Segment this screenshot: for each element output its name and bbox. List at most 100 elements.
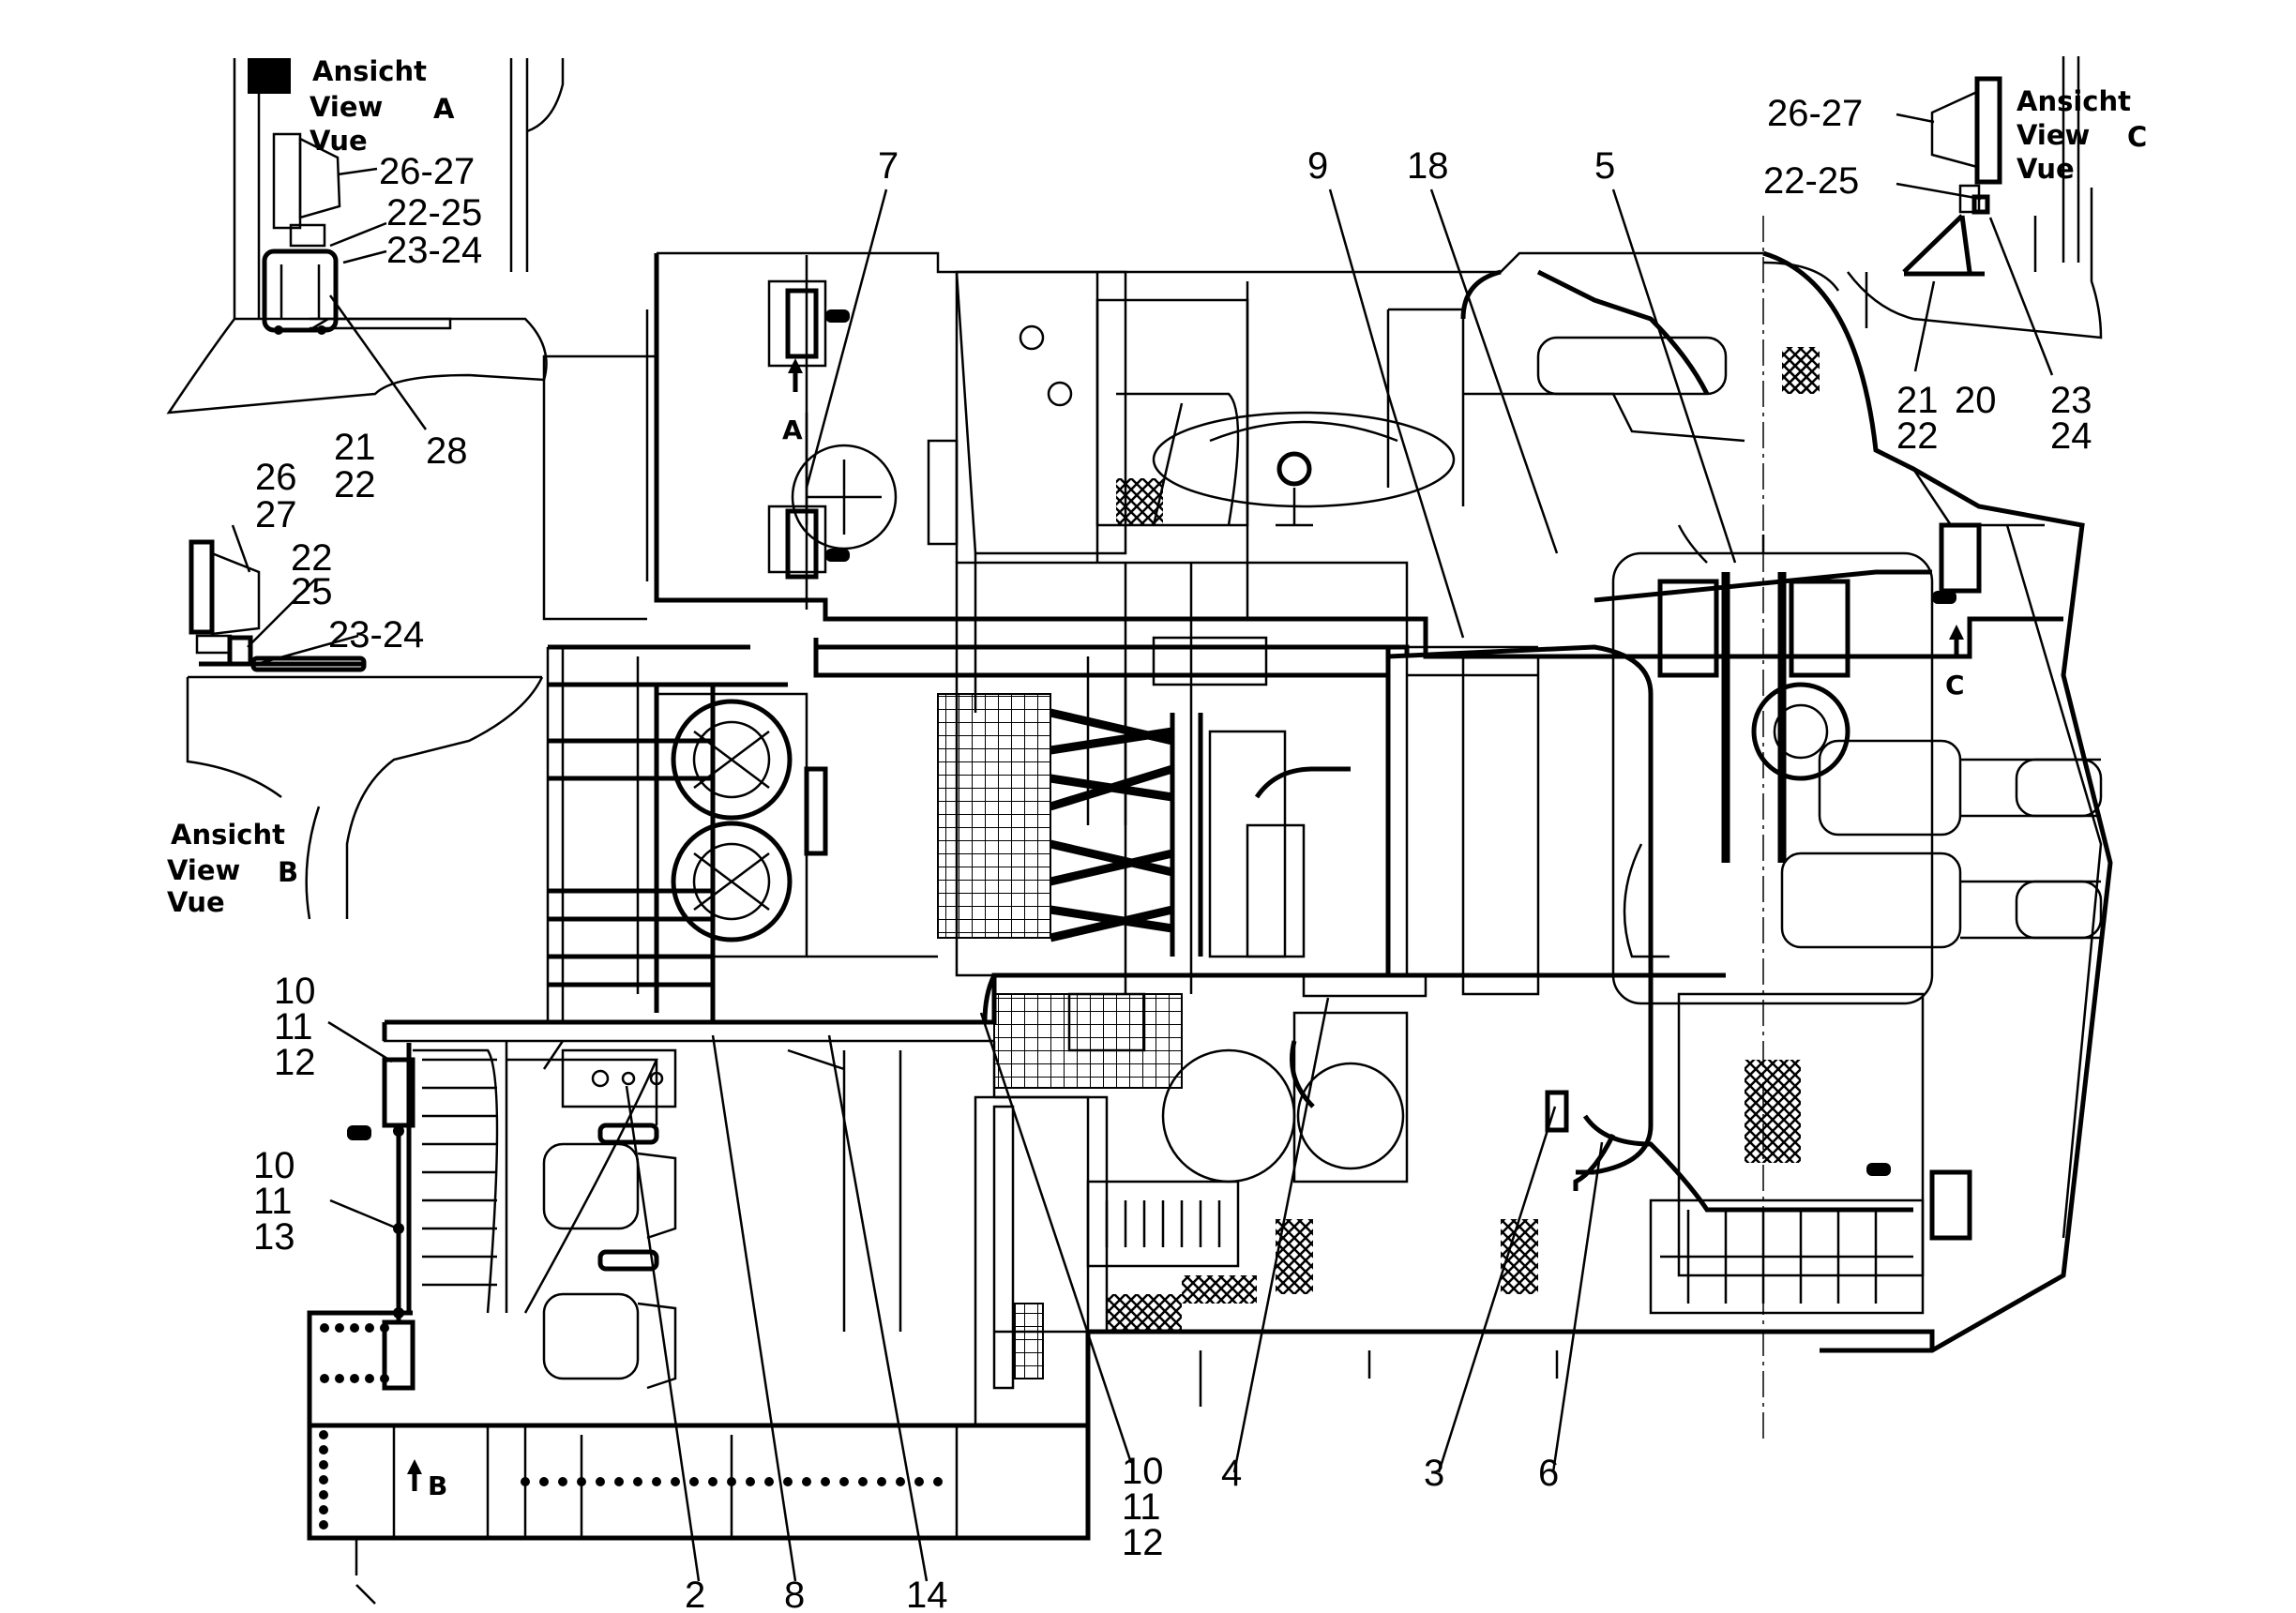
callout-8: 8 — [784, 1575, 805, 1613]
callout-6: 6 — [1538, 1453, 1559, 1494]
rivet-dot — [802, 1477, 811, 1486]
rivet-dot — [746, 1477, 755, 1486]
rivet-dot — [539, 1477, 549, 1486]
rivet-dot — [821, 1477, 830, 1486]
callout-a-28: 28 — [426, 430, 468, 472]
callout-bottom-10: 10 — [1122, 1451, 1164, 1492]
callout-left-10a: 10 — [274, 971, 316, 1012]
callout-bottom-11: 11 — [1122, 1486, 1161, 1528]
callout-b-23-24: 23-24 — [328, 614, 424, 656]
main-top-callouts: 7 9 18 5 — [878, 145, 1615, 187]
marker-a: A — [782, 415, 803, 445]
view-c-letter: C — [2127, 121, 2147, 153]
rivet-dot — [335, 1323, 344, 1333]
callout-c-22-25: 22-25 — [1763, 160, 1859, 202]
callout-b-22: 22 — [291, 537, 333, 579]
rivet-dot — [614, 1477, 624, 1486]
rivet-dot — [320, 1374, 329, 1383]
rivet-dot — [319, 1490, 328, 1500]
view-a-title-de: Ansicht — [312, 55, 427, 87]
callout-bottom-12: 12 — [1122, 1522, 1164, 1563]
callout-b-27: 27 — [255, 494, 297, 535]
callout-9: 9 — [1307, 145, 1328, 187]
rivet-dot — [319, 1505, 328, 1515]
callout-5: 5 — [1594, 145, 1615, 187]
callout-b-25: 25 — [291, 571, 333, 612]
rivet-dot — [839, 1477, 849, 1486]
cab-area — [307, 1040, 1091, 1605]
rivet-dot — [633, 1477, 642, 1486]
view-c-title-fr: Vue — [2017, 153, 2075, 185]
main-left-callouts: 10 11 12 10 11 13 — [253, 971, 316, 1258]
callout-14: 14 — [906, 1575, 948, 1613]
upper-cab — [767, 270, 1249, 574]
callout-left-11b: 11 — [253, 1181, 293, 1222]
pump-assembly — [636, 656, 938, 994]
rivet-dot — [558, 1477, 567, 1486]
callout-a-21: 21 — [334, 427, 376, 468]
callout-3: 3 — [1424, 1453, 1444, 1494]
center-cross-members — [816, 636, 1540, 996]
marker-b: B — [428, 1470, 447, 1501]
view-a-title-en: View — [310, 91, 383, 123]
callout-c-24: 24 — [2050, 415, 2092, 457]
battery-bank — [1086, 1180, 1925, 1332]
view-a-title-fr: Vue — [310, 125, 368, 157]
view-a-detail — [166, 58, 565, 415]
callout-left-12: 12 — [274, 1042, 316, 1083]
rivet-dot — [896, 1477, 905, 1486]
callout-left-10b: 10 — [253, 1145, 295, 1186]
rivet-dot — [319, 1430, 328, 1440]
rivet-dot — [596, 1477, 605, 1486]
steering-column — [1152, 269, 1820, 527]
callout-b-26: 26 — [255, 457, 297, 498]
main-bottom-callouts: 2 8 14 10 11 12 4 3 6 — [685, 1451, 1559, 1613]
view-b-detail — [186, 539, 544, 920]
callout-c-22: 22 — [1896, 415, 1939, 457]
rivet-dot — [365, 1323, 374, 1333]
callout-c-23: 23 — [2050, 380, 2092, 421]
view-c-title-de: Ansicht — [2017, 85, 2131, 117]
callout-2: 2 — [685, 1575, 705, 1613]
cooler-unit — [993, 992, 1409, 1183]
rivet-dot — [350, 1323, 359, 1333]
leader-lines — [231, 113, 2054, 1582]
view-c-title-en: View — [2017, 119, 2090, 151]
rivet-dot — [652, 1477, 661, 1486]
rivet-dot — [933, 1477, 943, 1486]
callout-a-26-27: 26-27 — [379, 151, 475, 192]
rivet-dot — [671, 1477, 680, 1486]
rivet-dot — [783, 1477, 793, 1486]
view-b-title-de: Ansicht — [171, 819, 285, 851]
rivet-dot — [708, 1477, 718, 1486]
rivet-dot — [319, 1475, 328, 1485]
callout-18: 18 — [1407, 145, 1449, 187]
callout-7: 7 — [878, 145, 899, 187]
rivet-dot — [335, 1374, 344, 1383]
callout-left-11a: 11 — [274, 1006, 313, 1048]
callout-a-22: 22 — [334, 464, 376, 505]
callout-c-20: 20 — [1955, 380, 1997, 421]
callout-c-26-27: 26-27 — [1767, 93, 1863, 134]
rivet-dot — [877, 1477, 886, 1486]
harness-routing — [813, 569, 1932, 1213]
engine-block — [1611, 216, 2103, 1444]
view-b-title: Ansicht View Vue B — [167, 819, 298, 918]
view-arrows — [407, 358, 1964, 1491]
callout-a-22-25: 22-25 — [386, 192, 482, 234]
view-c-title: Ansicht View Vue C — [2017, 85, 2147, 185]
view-a-callouts: 26-27 22-25 23-24 21 22 28 — [334, 151, 482, 505]
view-a-title: Ansicht View Vue A — [310, 55, 455, 157]
callout-a-23-24: 23-24 — [386, 230, 482, 271]
lamp-units — [785, 288, 1982, 1241]
rivet-dot — [858, 1477, 868, 1486]
rivet-dot — [319, 1520, 328, 1530]
lower-left-rails — [347, 1022, 415, 1391]
rivet-dot — [764, 1477, 774, 1486]
marker-c: C — [1945, 670, 1965, 701]
callout-4: 4 — [1221, 1453, 1242, 1494]
view-b-callouts: 26 27 22 25 23-24 — [255, 457, 424, 656]
rivet-dot — [350, 1374, 359, 1383]
rivet-dot — [689, 1477, 699, 1486]
